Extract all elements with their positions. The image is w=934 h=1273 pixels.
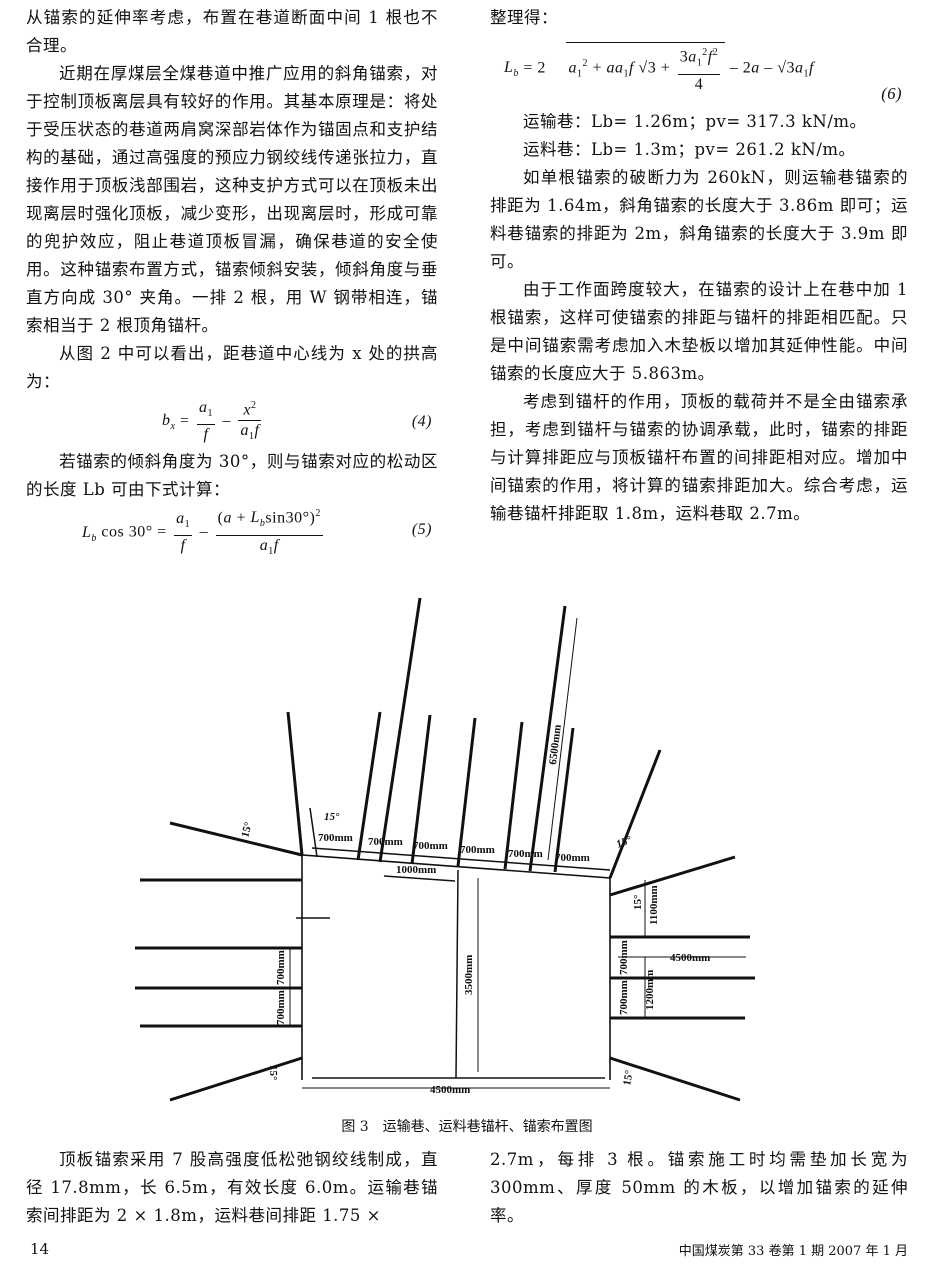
dimension-label: 700mm <box>413 840 448 852</box>
page-number: 14 <box>30 1240 50 1258</box>
diagram-lines <box>135 597 755 1102</box>
dimension-label: 700mm <box>275 950 287 985</box>
paragraph: 从图 2 中可以看出，距巷道中心线为 x 处的拱高为： <box>26 344 438 391</box>
angle-label: 15° <box>621 1069 635 1086</box>
paragraph: 若锚索的倾斜角度为 30°，则与锚索对应的松动区的长度 Lb 可由下式计算： <box>26 452 438 499</box>
diagram-labels: 700mm 700mm 700mm 700mm 700mm 700mm 1000… <box>239 724 710 1096</box>
dimension-label: 3500mm <box>463 955 475 995</box>
dimension-label: 700mm <box>460 844 495 856</box>
dimension-label: 6500mm <box>547 724 564 765</box>
equation-number: (5) <box>411 521 432 538</box>
dimension-label: 700mm <box>555 852 590 864</box>
dimension-label: 4500mm <box>670 952 710 964</box>
dimension-label: 4500mm <box>430 1084 470 1096</box>
equation-number: (6) <box>881 84 902 103</box>
dimension-label: 700mm <box>275 990 287 1025</box>
angle-label: 15° <box>239 821 255 839</box>
dimension-label: 700mm <box>508 848 543 860</box>
paragraph-text: 2.7m，每排 3 根。锚索施工时均需垫加长宽为 300mm、厚度 50mm 的… <box>490 1150 908 1225</box>
angle-label: 15° <box>267 1065 279 1080</box>
figure-caption: 图 3 运输巷、运料巷锚杆、锚索布置图 <box>341 1119 593 1135</box>
result-line: 运输巷：Lb= 1.26m；pv= 317.3 kN/m。 <box>523 112 867 131</box>
anchor-layout-diagram: 700mm 700mm 700mm 700mm 700mm 700mm 1000… <box>135 597 755 1102</box>
dimension-label: 1000mm <box>396 864 436 876</box>
left-column: 从锚索的延伸率考虑，布置在巷道断面中间 1 根也不合理。 近期在厚煤层全煤巷道中… <box>26 4 439 557</box>
paragraph: 考虑到锚杆的作用，顶板的载荷并不是全由锚索承担，考虑到锚杆与锚索的协调承载，此时… <box>490 392 908 523</box>
journal-footer: 中国煤炭第 33 卷第 1 期 2007 年 1 月 <box>678 1244 908 1259</box>
paragraph: 由于工作面跨度较大，在锚索的设计上在巷中加 1 根锚索，这样可使锚索的排距与锚杆… <box>490 280 908 383</box>
paragraph-text: 顶板锚索采用 7 股高强度低松弛钢绞线制成，直径 17.8mm，长 6.5m，有… <box>26 1150 438 1225</box>
paragraph: 如单根锚索的破断力为 260kN，则运输巷锚索的排距为 1.64m，斜角锚索的长… <box>490 168 908 271</box>
result-line: 运料巷：Lb= 1.3m；pv= 261.2 kN/m。 <box>523 140 856 159</box>
dimension-label: 700mm <box>318 832 353 844</box>
equation-number: (4) <box>411 413 432 430</box>
dimension-label: 1200mm <box>644 970 656 1010</box>
angle-label: 15° <box>324 811 340 823</box>
angle-label: 15° <box>632 895 644 910</box>
paragraph: 顶板锚索采用 7 股高强度低松弛钢绞线制成，直径 17.8mm，长 6.5m，有… <box>26 1146 438 1230</box>
angle-label: 15° <box>615 834 634 851</box>
paragraph: 整理得： <box>490 8 558 27</box>
dimension-label: 1100mm <box>648 885 660 925</box>
paragraph: 2.7m，每排 3 根。锚索施工时均需垫加长宽为 300mm、厚度 50mm 的… <box>490 1146 908 1230</box>
paragraph: 从锚索的延伸率考虑，布置在巷道断面中间 1 根也不合理。 <box>26 8 438 55</box>
paragraph: 近期在厚煤层全煤巷道中推广应用的斜角锚索，对于控制顶板离层具有较好的作用。其基本… <box>26 64 439 335</box>
dimension-label: 700mm <box>618 940 630 975</box>
dimension-label: 700mm <box>368 836 403 848</box>
dimension-label: 700mm <box>618 980 630 1015</box>
